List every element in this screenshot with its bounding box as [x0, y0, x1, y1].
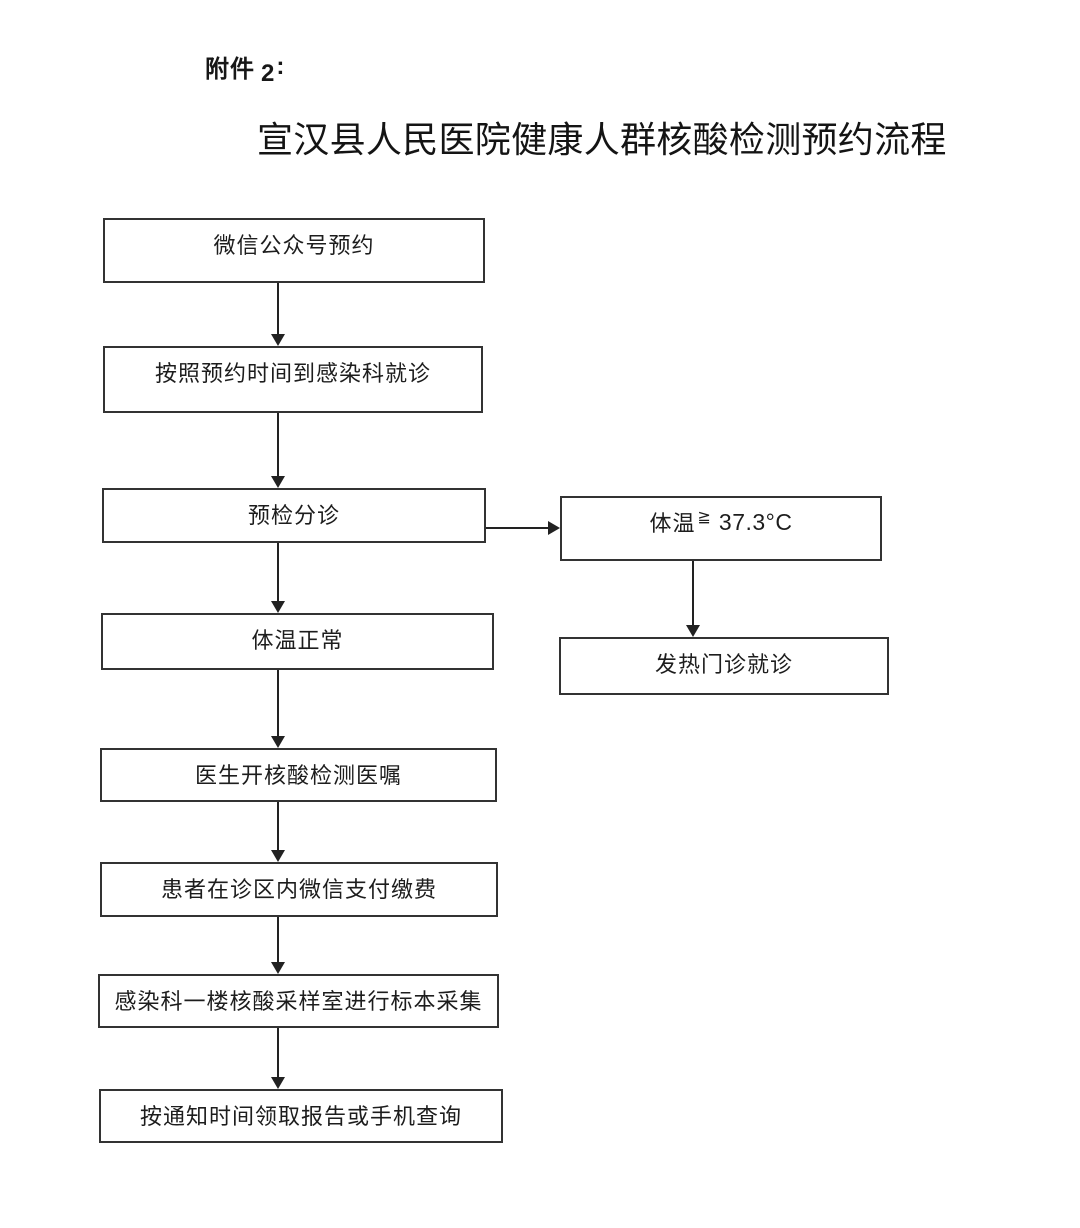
connector-arrow-down-6 — [271, 917, 285, 974]
connector-arrow-down-7 — [271, 1028, 285, 1089]
connector-arrow-down-5 — [271, 802, 285, 862]
attachment-text: 附件 — [205, 56, 255, 83]
connector-arrow-right-branch — [486, 521, 560, 535]
flow-node-pre-check-triage: 预检分诊 — [102, 488, 486, 543]
flow-node-label: 发热门诊就诊 — [654, 652, 793, 677]
connector-arrow-down-1 — [271, 283, 285, 346]
flow-node-visit-infection-dept: 按照预约时间到感染科就诊 — [103, 346, 483, 413]
page-title: 宣汉县人民医院健康人群核酸检测预约流程 — [257, 119, 947, 160]
temperature-value: 37.3°C — [718, 509, 793, 535]
flow-node-temperature-normal: 体温正常 — [101, 613, 494, 670]
flow-node-sample-collection: 感染科一楼核酸采样室进行标本采集 — [98, 974, 499, 1028]
flow-node-label: 按照预约时间到感染科就诊 — [154, 361, 431, 386]
flow-node-label: 按通知时间领取报告或手机查询 — [139, 1104, 462, 1129]
flow-node-label: 微信公众号预约 — [213, 233, 375, 258]
attachment-number: 2 — [261, 60, 276, 87]
flow-node-doctor-order: 医生开核酸检测医嘱 — [100, 748, 497, 802]
flow-node-fever-temperature: 体温≧ 37.3°C — [560, 496, 882, 561]
flow-node-wechat-appointment: 微信公众号预约 — [103, 218, 485, 283]
gte-operator: ≧ — [697, 509, 711, 526]
connector-arrow-down-branch — [686, 561, 700, 637]
temperature-prefix: 体温 — [649, 511, 696, 536]
connector-arrow-down-2 — [271, 413, 285, 488]
flow-node-fever-clinic: 发热门诊就诊 — [559, 637, 889, 695]
flow-node-get-report: 按通知时间领取报告或手机查询 — [99, 1089, 503, 1143]
attachment-colon: : — [276, 53, 286, 80]
flow-node-label: 患者在诊区内微信支付缴费 — [160, 877, 437, 902]
flow-node-label: 预检分诊 — [247, 503, 340, 528]
flow-node-label: 医生开核酸检测医嘱 — [194, 763, 402, 788]
flow-node-label: 体温正常 — [251, 628, 344, 653]
flow-node-label: 感染科一楼核酸采样室进行标本采集 — [114, 989, 483, 1014]
connector-arrow-down-4 — [271, 670, 285, 748]
connector-arrow-down-3 — [271, 543, 285, 613]
flow-node-wechat-payment: 患者在诊区内微信支付缴费 — [100, 862, 498, 917]
